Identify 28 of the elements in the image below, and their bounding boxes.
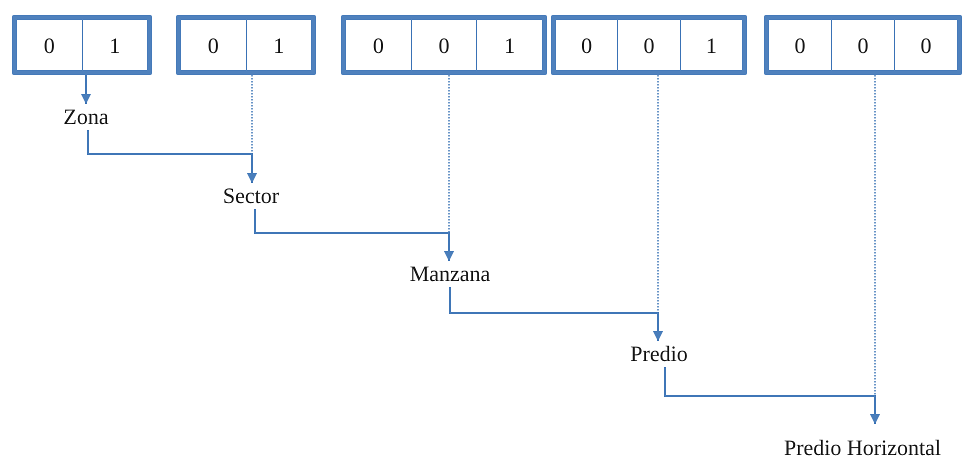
digit-cell: 0	[410, 20, 476, 70]
code-box	[551, 15, 747, 75]
level-label: Predio Horizontal	[760, 424, 965, 461]
level-label: Predio	[618, 341, 700, 367]
digit-cell: 1	[476, 20, 542, 70]
digit-cell: 1	[246, 20, 311, 70]
digit-cell: 0	[894, 20, 957, 70]
digit-cell: 1	[82, 20, 147, 70]
code-box	[176, 15, 316, 75]
arrow	[664, 367, 880, 424]
arrow	[81, 75, 91, 104]
arrow	[87, 130, 257, 183]
digit-cell-text: 0	[794, 32, 806, 60]
code-box	[764, 15, 962, 75]
level-label: Zona	[56, 104, 116, 130]
digit-cell-text: 0	[206, 32, 220, 60]
digit-cell: 0	[617, 20, 680, 70]
code-box	[12, 15, 152, 75]
level-label: Sector	[205, 183, 297, 209]
digit-cell-text: 0	[372, 32, 385, 60]
digit-cell: 0	[831, 20, 894, 70]
code-box	[341, 15, 547, 75]
arrow	[449, 287, 663, 341]
arrow	[254, 209, 454, 261]
level-label: Manzana	[395, 261, 505, 287]
digit-cell: 1	[680, 20, 742, 70]
digit-cell-text: 0	[42, 32, 56, 60]
digit-cell-text: 0	[580, 32, 594, 60]
